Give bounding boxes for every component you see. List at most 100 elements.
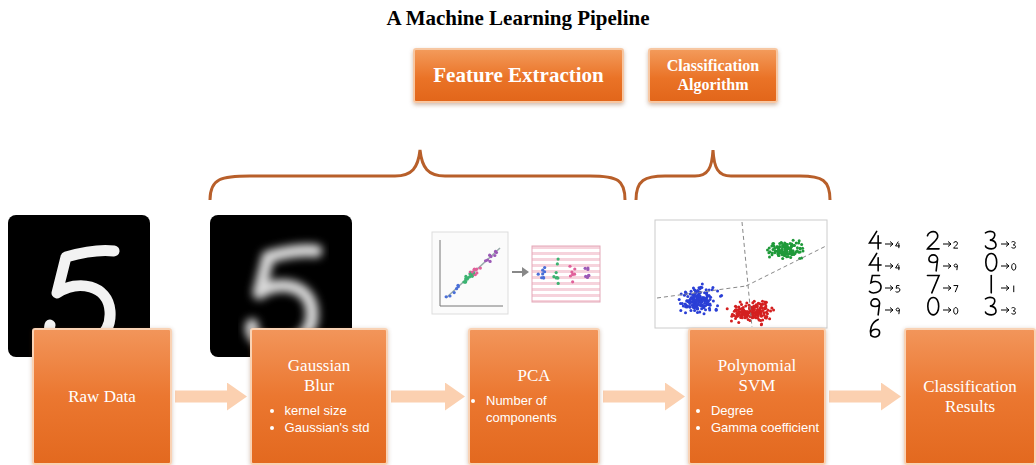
handwritten-digit (928, 297, 939, 314)
data-point (696, 295, 699, 298)
data-point (746, 312, 749, 315)
result-arrow (1001, 264, 1009, 269)
data-point (753, 308, 756, 311)
data-point (741, 316, 744, 319)
pca-arrow-head (522, 267, 529, 277)
data-point (736, 311, 739, 314)
handwritten-digit (871, 299, 880, 315)
data-point (464, 281, 467, 284)
panel (432, 232, 508, 314)
predicted-digit (954, 242, 958, 249)
data-point (774, 250, 777, 253)
data-point (698, 311, 701, 314)
data-point (799, 247, 802, 250)
data-point (801, 250, 804, 253)
data-point (764, 316, 767, 319)
data-point (720, 294, 723, 297)
data-point (688, 306, 691, 309)
data-point (684, 303, 687, 306)
data-point (696, 289, 699, 292)
data-point (799, 251, 802, 254)
data-point (705, 297, 708, 300)
data-point (735, 308, 738, 311)
data-point (737, 306, 740, 309)
data-point (695, 303, 698, 306)
data-point (777, 249, 780, 252)
data-point (690, 290, 693, 293)
data-point (684, 311, 687, 314)
data-point (537, 273, 540, 276)
result-digits (869, 231, 1015, 336)
data-point (689, 297, 692, 300)
result-arrow (943, 308, 951, 313)
data-point (791, 250, 794, 253)
data-point (488, 260, 491, 263)
data-point (696, 294, 699, 297)
predicted-digit (954, 264, 957, 270)
data-point (705, 292, 708, 295)
data-point (792, 253, 795, 256)
predicted-digit (1012, 308, 1016, 315)
data-point (699, 297, 702, 300)
predicted-digit (1012, 242, 1016, 249)
data-point (767, 251, 770, 254)
handwritten-digit (869, 253, 881, 270)
data-point (786, 247, 789, 250)
data-point (753, 300, 756, 303)
data-point (768, 317, 771, 320)
pipeline-step-box: Classification Results (904, 328, 1036, 465)
data-point (704, 304, 707, 307)
data-point (464, 277, 467, 280)
handwritten-digit (985, 297, 996, 314)
data-point (445, 295, 448, 298)
handwritten-digit (927, 232, 939, 249)
result-arrow (885, 308, 893, 313)
handwritten-digit (929, 255, 938, 271)
data-point (692, 305, 695, 308)
data-point (790, 245, 793, 248)
box-title: Gaussian Blur (279, 356, 359, 395)
predicted-digit (1012, 264, 1016, 271)
data-point (712, 299, 715, 302)
data-point (679, 302, 682, 305)
result-arrow (885, 286, 893, 291)
box-title: Feature Extraction (433, 63, 603, 87)
diagram-title: A Machine Learning Pipeline (0, 6, 1036, 31)
data-point (756, 317, 759, 320)
result-arrow (943, 264, 951, 269)
data-point (692, 286, 695, 289)
pipeline-step-box: Gaussian Blurkernel sizeGaussian's std (250, 328, 388, 465)
data-point (696, 307, 699, 310)
data-point (471, 270, 474, 273)
data-point (584, 267, 587, 270)
data-point (761, 309, 764, 312)
data-point (799, 247, 802, 250)
data-point (757, 310, 760, 313)
axis (440, 240, 441, 306)
handwritten-digit (869, 275, 881, 292)
data-point (709, 298, 712, 301)
data-point (716, 289, 719, 292)
data-point (776, 246, 779, 249)
data-point (764, 304, 767, 307)
data-point (571, 280, 574, 283)
data-point (756, 309, 759, 312)
data-point (701, 296, 704, 299)
parameter-item: Gamma coefficient (711, 420, 819, 437)
parameter-item: Number of components (486, 393, 598, 427)
pca-illustration (432, 232, 600, 314)
data-point (786, 247, 789, 250)
data-point (709, 304, 712, 307)
result-arrow (885, 242, 893, 247)
decision-boundary (742, 222, 752, 327)
data-point (555, 276, 558, 279)
data-point (792, 239, 795, 242)
data-point (494, 250, 497, 253)
data-point (471, 271, 474, 274)
data-point (699, 303, 702, 306)
pipeline-arrow (391, 391, 445, 403)
parameter-item: Degree (711, 403, 819, 420)
parameter-item: kernel size (285, 403, 370, 420)
predicted-digit (954, 286, 958, 293)
